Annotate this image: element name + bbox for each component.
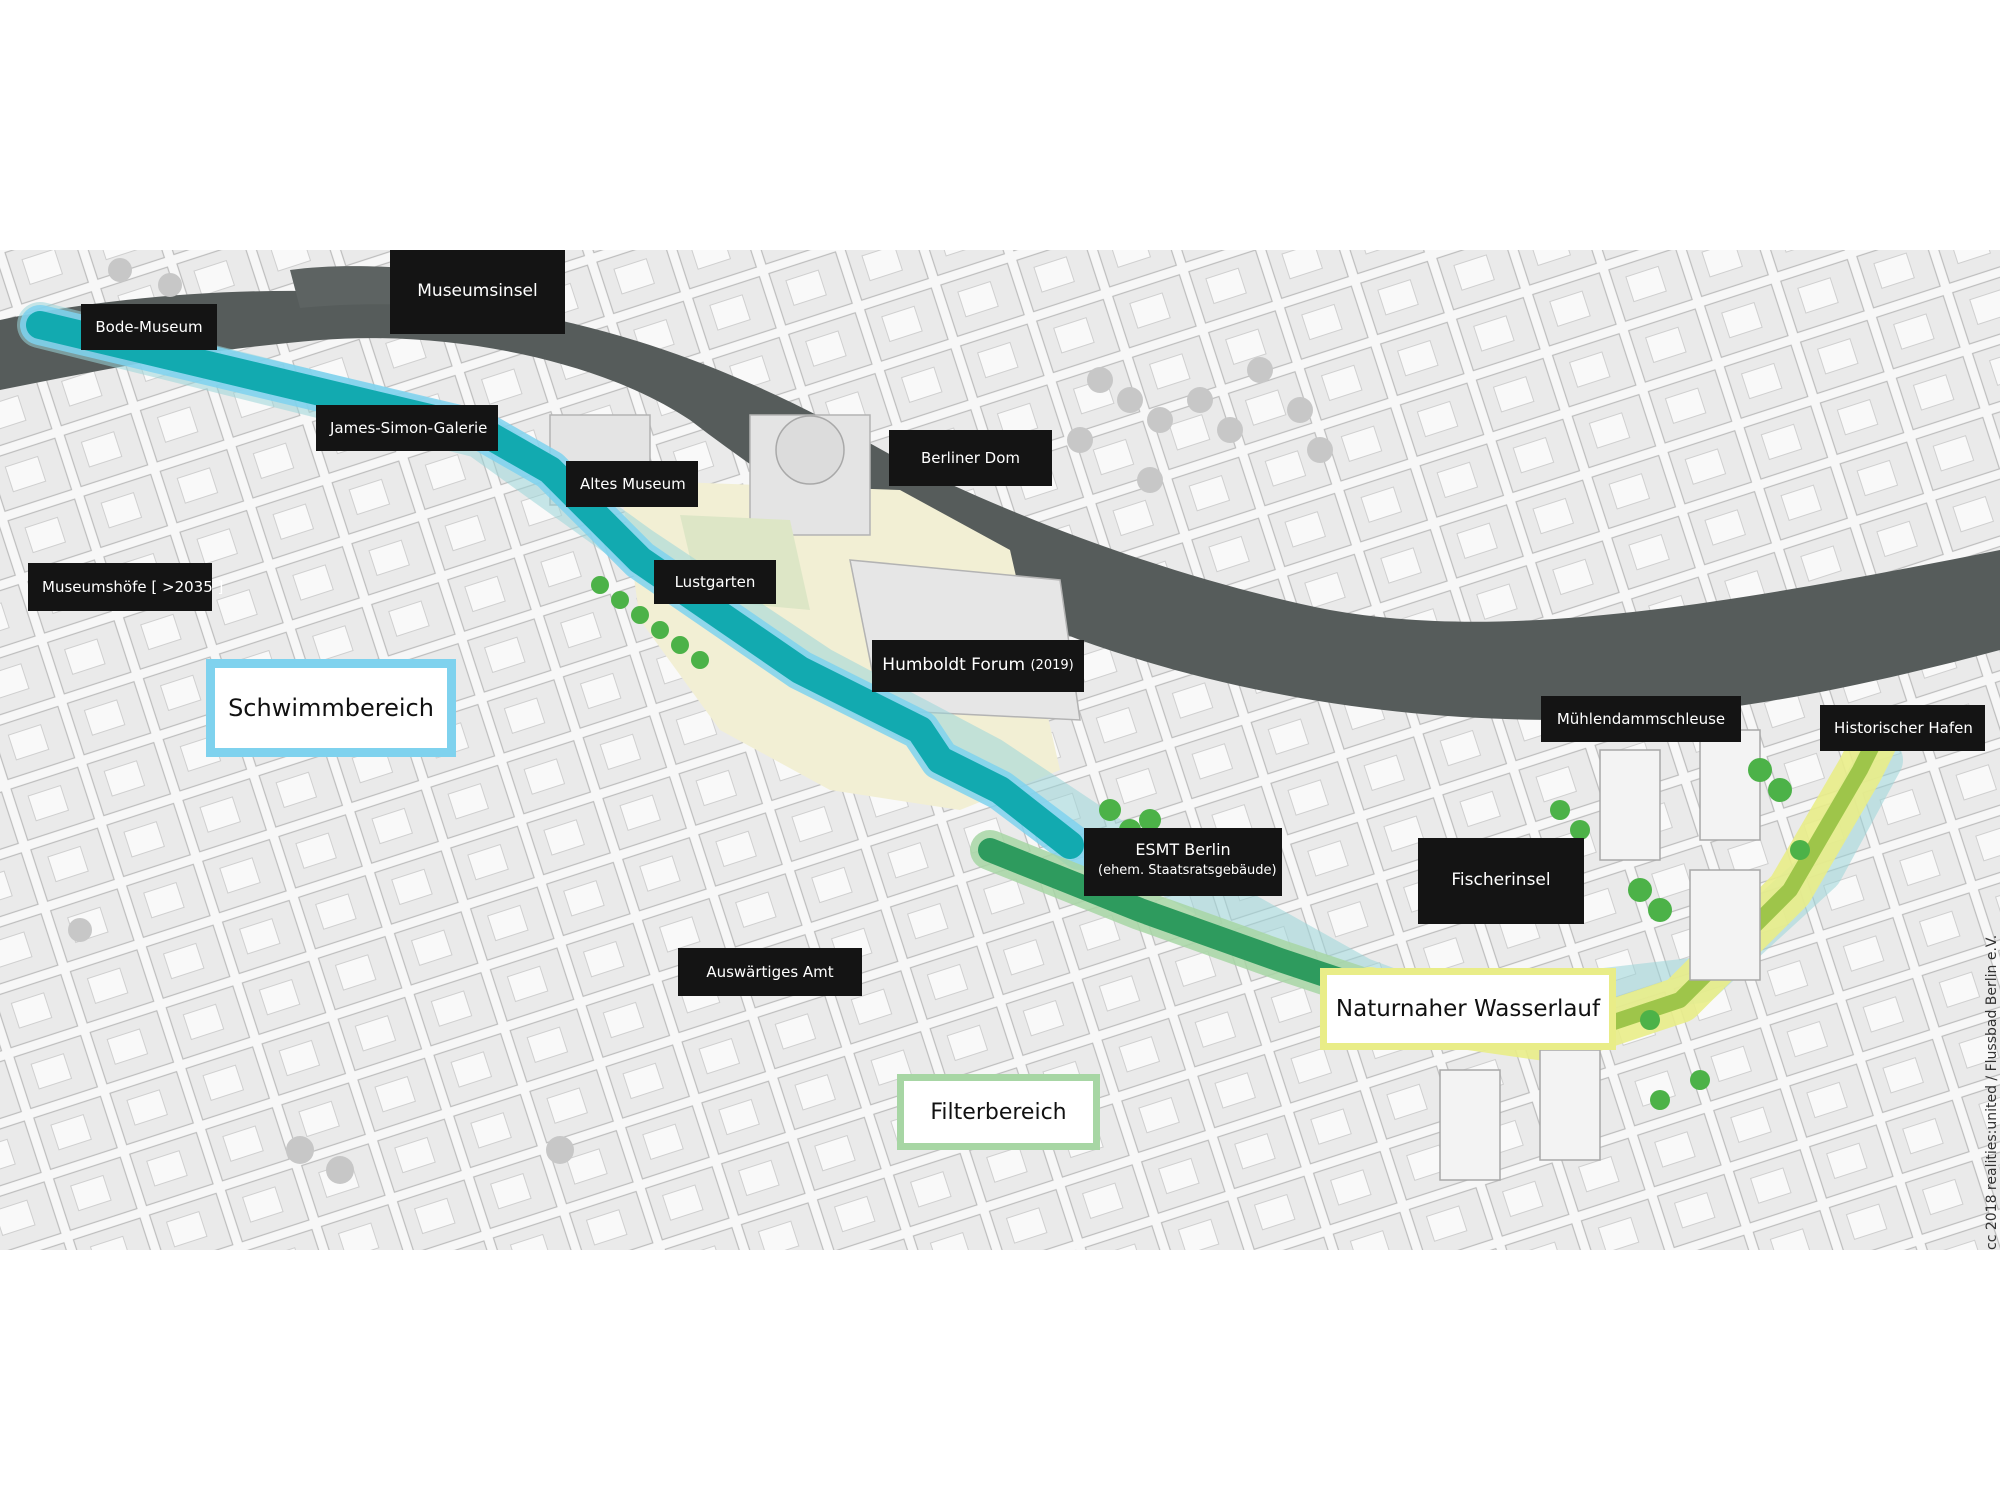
gray-trees — [68, 258, 1333, 1184]
copyright-credit: cc 2018 realities:united / Flussbad Berl… — [1984, 934, 2000, 1250]
label-esmt-berlin: ESMT Berlin (ehem. Staatsratsgebäude) — [1084, 828, 1282, 896]
highrise — [1539, 1049, 1601, 1161]
humboldt-forum-year: (2019) — [1030, 657, 1074, 673]
zone-label-nature: Naturnaher Wasserlauf — [1320, 968, 1616, 1050]
zone-label-swim: Schwimmbereich — [206, 659, 456, 757]
label-museumshoefe: Museumshöfe [ >2035 ] — [28, 563, 223, 611]
label-fischerinsel: Fischerinsel — [1418, 838, 1584, 924]
label-berliner-dom: Berliner Dom — [889, 430, 1052, 486]
label-humboldt-forum: Humboldt Forum (2019) — [872, 640, 1084, 692]
label-historischer-hafen: Historischer Hafen — [1820, 705, 1985, 751]
label-museumsinsel: Museumsinsel — [390, 250, 565, 334]
humboldt-forum-name: Humboldt Forum — [882, 655, 1026, 676]
zone-label-filter: Filterbereich — [897, 1074, 1100, 1150]
label-bode-museum: Bode-Museum — [81, 304, 217, 350]
label-altes-museum: Altes Museum — [566, 461, 698, 507]
label-lustgarten: Lustgarten — [654, 560, 776, 604]
label-muehlendammschleuse: Mühlendammschleuse — [1541, 696, 1741, 742]
esmt-name: ESMT Berlin — [1135, 840, 1231, 859]
highrise — [1439, 1069, 1501, 1181]
highrise — [1699, 729, 1761, 841]
label-auswaertiges-amt: Auswärtiges Amt — [678, 948, 862, 996]
highrise — [1689, 869, 1761, 981]
esmt-subtitle: (ehem. Staatsratsgebäude) — [1098, 863, 1277, 878]
highrise — [1599, 749, 1661, 861]
swim-area-water — [26, 311, 1084, 859]
label-james-simon-galerie: James-Simon-Galerie — [316, 405, 498, 451]
berliner-dom-dome — [775, 415, 845, 485]
